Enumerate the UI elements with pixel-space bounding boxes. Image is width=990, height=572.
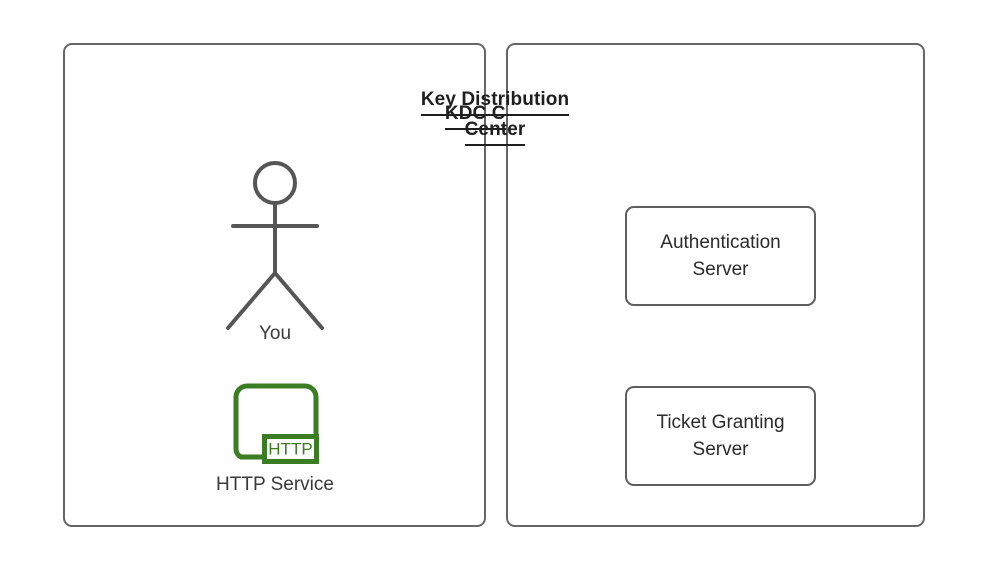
actor-label: You [258,323,292,344]
stick-figure-icon [213,158,337,336]
ticket-granting-server-label-line-1: Ticket Granting [656,412,785,433]
ticket-granting-server-label-line-2: Server [692,439,749,460]
authentication-server-label-line-1: Authentication [660,232,781,253]
svg-text:HTTP: HTTP [268,440,312,459]
panel-kdc-title-line-1: Key Distribution [420,86,570,116]
authentication-server-label: Authentication Server [650,229,790,283]
http-service-label: HTTP Service [216,474,334,495]
ticket-granting-server-box[interactable]: Ticket Granting Server [625,386,816,486]
http-service-icon: HTTP [231,381,323,469]
ticket-granting-server-label: Ticket Granting Server [646,409,794,463]
panel-kdc-title-line-2: Center [464,116,526,146]
authentication-server-box[interactable]: Authentication Server [625,206,816,306]
panel-kdc-title: Key Distribution Center [0,86,990,146]
authentication-server-label-line-2: Server [692,259,749,280]
